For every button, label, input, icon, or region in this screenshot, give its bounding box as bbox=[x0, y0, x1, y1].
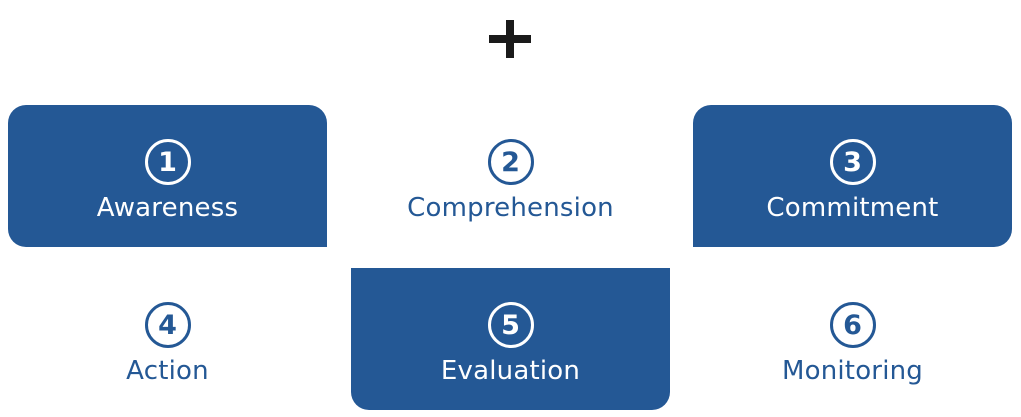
step-label: Commitment bbox=[766, 193, 939, 223]
step-label: Comprehension bbox=[407, 193, 614, 223]
step-evaluation: 5 Evaluation bbox=[351, 268, 670, 410]
step-number-badge: 6 bbox=[829, 302, 876, 348]
step-label: Evaluation bbox=[440, 356, 581, 386]
step-label: Action bbox=[126, 356, 209, 386]
step-label: Awareness bbox=[96, 193, 239, 223]
step-number-badge: 4 bbox=[144, 302, 191, 348]
plus-icon-vertical-bar bbox=[506, 20, 514, 58]
step-monitoring: 6 Monitoring bbox=[693, 268, 1012, 410]
step-number-badge: 5 bbox=[487, 302, 534, 348]
step-awareness: 1 Awareness bbox=[8, 105, 327, 247]
plus-icon bbox=[489, 20, 531, 58]
step-action: 4 Action bbox=[8, 268, 327, 410]
step-number-badge: 1 bbox=[144, 139, 191, 185]
step-number-badge: 3 bbox=[829, 139, 876, 185]
step-commitment: 3 Commitment bbox=[693, 105, 1012, 247]
step-comprehension: 2 Comprehension bbox=[351, 105, 670, 247]
step-number-badge: 2 bbox=[487, 139, 534, 185]
step-label: Monitoring bbox=[781, 356, 924, 386]
